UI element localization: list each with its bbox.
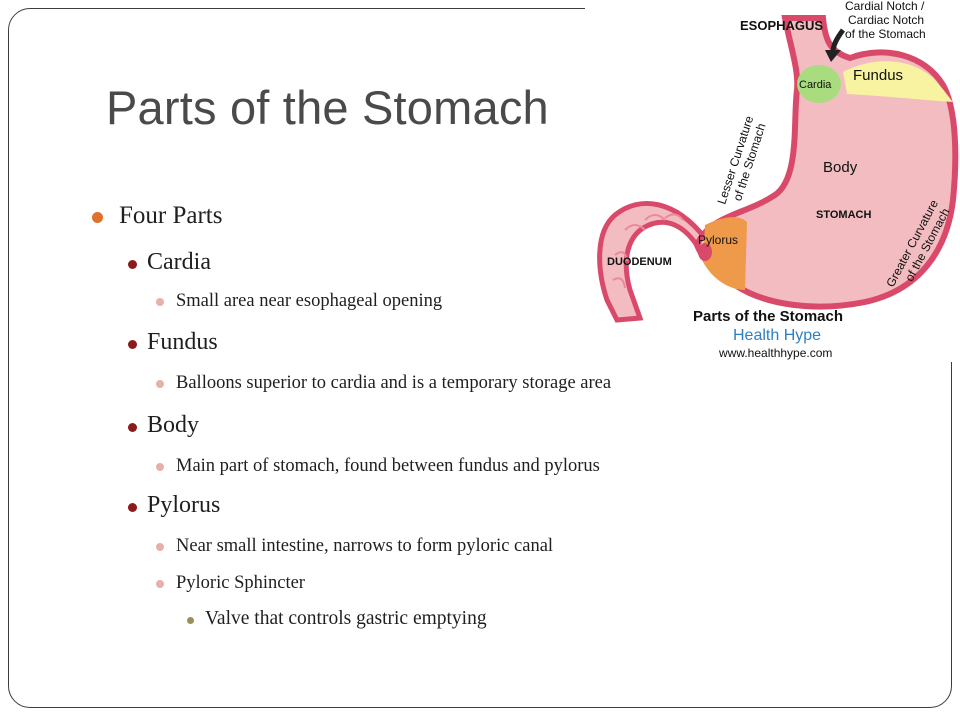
- bullet-cardia-desc: Small area near esophageal opening: [176, 291, 443, 311]
- bullet-dot-l2: [128, 260, 137, 269]
- label-stomach: STOMACH: [816, 209, 871, 221]
- bullet-dot-l1: [92, 212, 103, 223]
- bullet-dot-l3: [156, 463, 164, 471]
- cardiac-notch-arrow: [825, 28, 846, 62]
- bullet-fundus-desc: Balloons superior to cardia and is a tem…: [176, 373, 612, 393]
- label-pylorus: Pylorus: [698, 233, 738, 247]
- bullet-cardia: Cardia: [147, 249, 211, 275]
- pylorus-region: [703, 217, 747, 290]
- label-duodenum: DUODENUM: [607, 256, 672, 268]
- bullet-pylorus: Pylorus: [147, 492, 221, 518]
- bullet-body: Body: [147, 412, 200, 438]
- duodenum-shape: [597, 200, 708, 323]
- bullet-dot-l4: [187, 617, 194, 624]
- label-cardia: Cardia: [799, 79, 832, 91]
- caption-title: Parts of the Stomach: [693, 308, 843, 325]
- bullet-dot-l3: [156, 580, 164, 588]
- bullet-dot-l3: [156, 298, 164, 306]
- bullet-dot-l3: [156, 543, 164, 551]
- label-body: Body: [823, 159, 858, 176]
- bullet-sphincter-desc: Valve that controls gastric emptying: [205, 608, 487, 629]
- bullet-fundus: Fundus: [147, 329, 218, 355]
- bullet-dot-l3: [156, 380, 164, 388]
- bullet-body-desc: Main part of stomach, found between fund…: [176, 456, 600, 476]
- bullet-dot-l2: [128, 423, 137, 432]
- stomach-diagram: ESOPHAGUS Cardial Notch / Cardiac Notch …: [585, 0, 960, 362]
- bullet-dot-l2: [128, 340, 137, 349]
- bullet-four-parts: Four Parts: [119, 202, 223, 229]
- label-esophagus: ESOPHAGUS: [740, 18, 823, 33]
- stomach-shape: [693, 15, 959, 310]
- label-cardial-notch-2: Cardiac Notch: [848, 13, 924, 27]
- caption-brand: Health Hype: [733, 327, 821, 344]
- label-cardial-notch-3: of the Stomach: [845, 27, 926, 41]
- bullet-pyloric-sphincter: Pyloric Sphincter: [176, 573, 305, 593]
- bullet-pylorus-desc: Near small intestine, narrows to form py…: [176, 536, 554, 556]
- fundus-region: [843, 61, 953, 102]
- label-cardial-notch-1: Cardial Notch /: [845, 0, 925, 13]
- stomach-illustration: ESOPHAGUS Cardial Notch / Cardiac Notch …: [597, 0, 959, 360]
- bullet-dot-l2: [128, 503, 137, 512]
- caption-url: www.healthhype.com: [718, 346, 832, 360]
- label-fundus: Fundus: [853, 67, 903, 84]
- cardia-region: [797, 65, 841, 103]
- slide-title: Parts of the Stomach: [106, 81, 549, 134]
